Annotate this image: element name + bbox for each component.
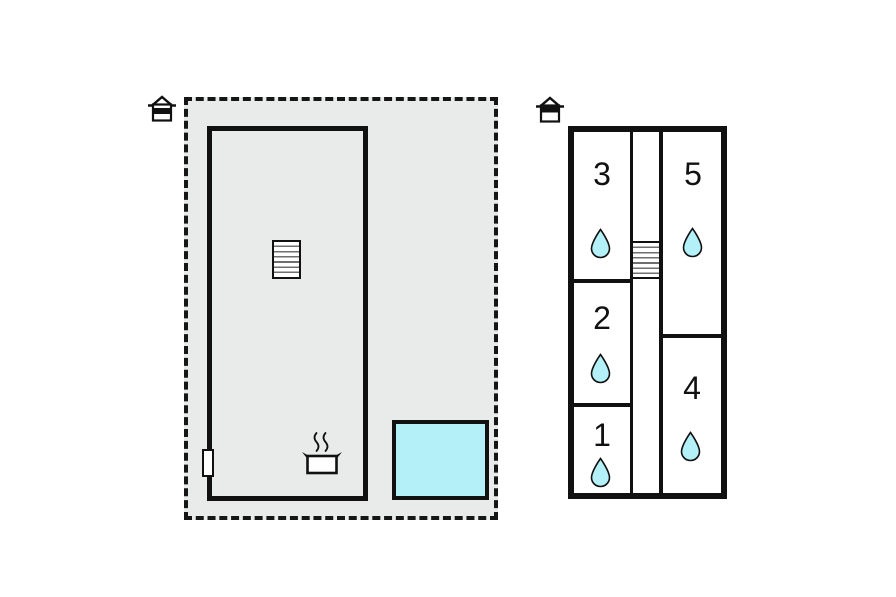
water-drop-icon xyxy=(590,228,611,259)
house-ground-floor-icon xyxy=(148,95,176,122)
stairs-icon xyxy=(633,241,659,279)
upper-floor-outline xyxy=(568,126,727,499)
door xyxy=(202,449,214,477)
water-drop-icon xyxy=(680,431,701,462)
pool xyxy=(392,420,489,500)
stove-pot-icon xyxy=(302,432,342,475)
room-5-label: 5 xyxy=(684,156,702,192)
stairs-icon xyxy=(272,240,301,279)
room-3-label: 3 xyxy=(593,156,611,192)
water-drop-icon xyxy=(682,227,703,258)
room-2-label: 2 xyxy=(593,300,611,336)
water-drop-icon xyxy=(590,457,611,488)
wall xyxy=(574,279,633,283)
room-4-label: 4 xyxy=(683,370,701,406)
wall xyxy=(659,132,663,493)
house-upper-floor-icon xyxy=(536,96,564,123)
room-1-label: 1 xyxy=(593,417,611,453)
wall xyxy=(574,403,633,407)
house-outline xyxy=(207,126,368,501)
wall xyxy=(663,334,721,338)
water-drop-icon xyxy=(590,353,611,384)
wall xyxy=(630,132,633,493)
